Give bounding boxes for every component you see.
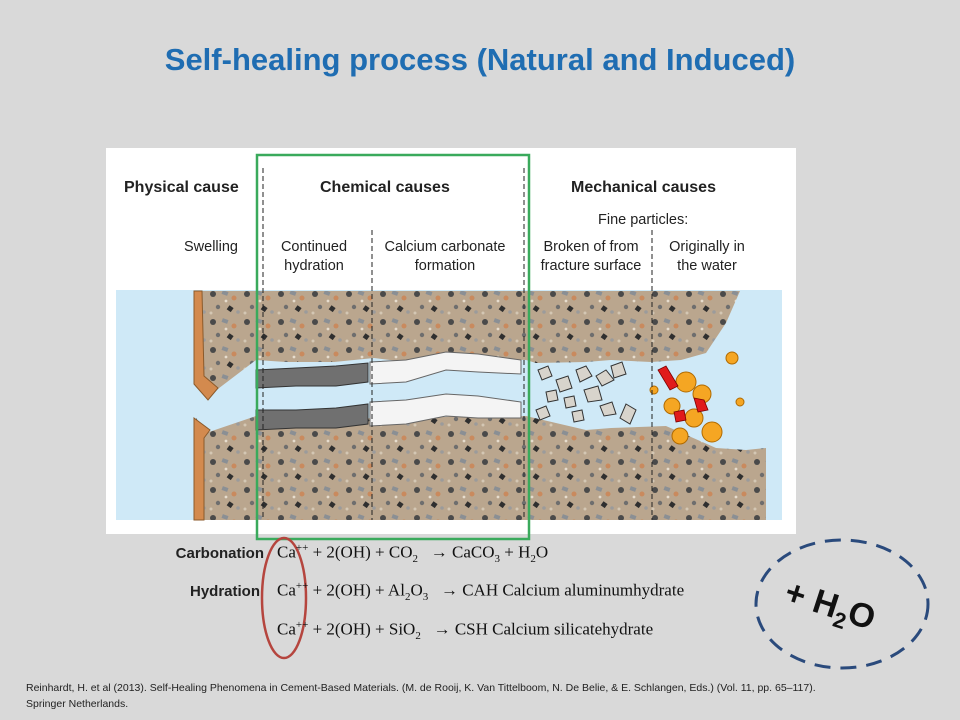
heading-physical-cause: Physical cause [124, 179, 239, 196]
eq2-sub2: 3 [422, 591, 429, 604]
reference-line-2: Springer Netherlands. [26, 697, 129, 710]
eq3-rhs: CSH Calcium silicatehydrate [454, 619, 654, 639]
eq1-sub1: 2 [412, 553, 418, 566]
eq2-arrow: → [440, 580, 458, 600]
water-particles [649, 351, 745, 445]
label-fine-particles: Fine particles: [598, 212, 689, 228]
eq3-sub1: 2 [415, 630, 421, 643]
eq3-lhs: + 2(OH) + SiO [308, 619, 416, 639]
eq2-sub1: 2 [404, 591, 411, 604]
eq3-ca: Ca [277, 619, 296, 639]
label-broken-of-from: Broken of from [543, 239, 639, 255]
eq3-arrow: → [433, 619, 451, 639]
self-healing-diagram: Physical cause Chemical causes Mechanica… [106, 148, 796, 534]
hydration-label: Hydration [189, 583, 260, 600]
eq1-sub2: 3 [494, 553, 500, 566]
h2o-o: O [843, 593, 881, 638]
eq1-arrow: → [430, 542, 448, 562]
carbonation-label: Carbonation [175, 545, 264, 562]
red-particles [657, 365, 709, 423]
eq1-ca: Ca [277, 542, 296, 562]
page-title: Self-healing process (Natural and Induce… [164, 42, 796, 77]
crack-illustration [116, 168, 782, 521]
eq1-rhs-c: O [535, 542, 549, 562]
equation-carbonation: Ca++ + 2(OH) + CO2 → CaCO3 + H2O [277, 542, 548, 565]
eq2-mid: O [410, 580, 423, 600]
swelling-layer-upper [193, 290, 219, 401]
label-originally-in: Originally in [669, 239, 745, 255]
eq3-charge: ++ [295, 619, 309, 631]
label-swelling: Swelling [184, 239, 238, 255]
equation-hydration-csh: Ca++ + 2(OH) + SiO2 → CSH Calcium silica… [277, 619, 653, 642]
eq1-charge: ++ [295, 542, 309, 554]
eq2-rhs: CAH Calcium aluminumhydrate [462, 580, 685, 600]
label-fracture-surface: fracture surface [540, 257, 642, 274]
eq1-sub3: 2 [530, 553, 536, 566]
eq2-lhs: + 2(OH) + Al [308, 580, 405, 600]
eq1-rhs-b: + H [499, 542, 531, 562]
eq2-charge: ++ [295, 580, 309, 592]
equation-hydration-cah: Ca++ + 2(OH) + Al2O3 → CAH Calcium alumi… [277, 580, 684, 603]
eq2-ca: Ca [277, 580, 296, 600]
eq1-rhs-a: CaCO [451, 542, 495, 562]
plus-h2o-label: + H2O [778, 573, 880, 643]
label-the-water: the water [677, 257, 737, 274]
heading-mechanical-causes: Mechanical causes [571, 179, 716, 196]
label-originally-in-water: Originally in the water [654, 238, 760, 276]
reference-line-1: Reinhardt, H. et al (2013). Self-Healing… [26, 682, 816, 694]
reference-citation: Reinhardt, H. et al (2013). Self-Healing… [26, 681, 946, 713]
label-broken-from-fracture: Broken of from fracture surface [531, 238, 651, 276]
swelling-layer-lower [193, 417, 211, 521]
eq1-lhs: + 2(OH) + CO [308, 542, 413, 562]
broken-fragments [535, 361, 637, 425]
